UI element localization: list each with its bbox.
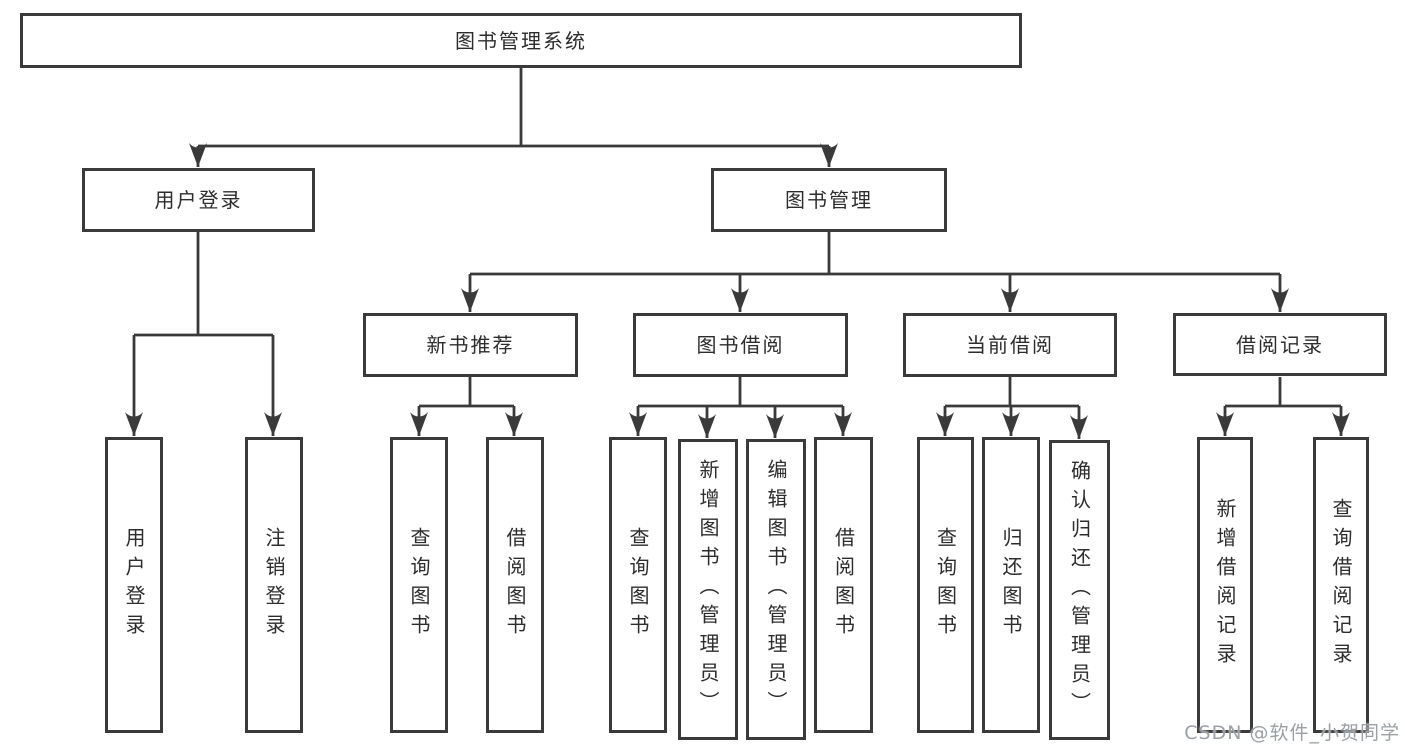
node-user-login: 用户登录 [82, 168, 315, 232]
leaf-return-book-label: 归还图书 [999, 527, 1023, 643]
leaf-edit-book-admin-label: 编辑图书（管理员） [764, 459, 788, 720]
node-borrowing-records-label: 借阅记录 [1236, 332, 1324, 357]
leaf-borrow-books-under-recommend-label: 借阅图书 [503, 527, 527, 643]
leaf-query-books-under-borrowing-label: 查询图书 [626, 527, 650, 643]
node-book-borrowing: 图书借阅 [633, 313, 848, 377]
leaf-query-books-under-recommend: 查询图书 [390, 437, 448, 733]
leaf-query-books-under-recommend-label: 查询图书 [407, 527, 431, 643]
leaf-confirm-return-admin: 确认归还（管理员） [1049, 440, 1110, 740]
connector-trunk-lines [134, 68, 1341, 408]
leaf-query-books-under-current-label: 查询图书 [933, 527, 958, 643]
leaf-query-borrow-record-label: 查询借阅记录 [1329, 498, 1353, 672]
leaf-query-books-under-current: 查询图书 [917, 437, 974, 733]
node-book-management: 图书管理 [711, 168, 947, 232]
node-new-book-recommend-label: 新书推荐 [426, 333, 515, 357]
leaf-user-login-label: 用户登录 [122, 527, 146, 643]
leaf-edit-book-admin: 编辑图书（管理员） [746, 439, 806, 740]
leaf-borrow-books-under-borrowing-label: 借阅图书 [831, 527, 856, 643]
node-borrowing-records: 借阅记录 [1173, 313, 1387, 376]
leaf-query-borrow-record: 查询借阅记录 [1313, 437, 1369, 733]
leaf-query-books-under-borrowing: 查询图书 [609, 437, 667, 733]
leaf-borrow-books-under-borrowing: 借阅图书 [814, 437, 873, 733]
node-current-borrowing: 当前借阅 [903, 313, 1117, 377]
leaf-return-book: 归还图书 [982, 437, 1040, 733]
leaf-add-book-admin-label: 新增图书（管理员） [696, 459, 720, 720]
watermark: CSDN @软件_小贺同学 [1184, 722, 1400, 744]
node-new-book-recommend: 新书推荐 [363, 313, 578, 377]
leaf-confirm-return-admin-label: 确认归还（管理员） [1067, 459, 1092, 721]
node-book-borrowing-label: 图书借阅 [696, 333, 785, 357]
leaf-add-borrow-record: 新增借阅记录 [1197, 437, 1253, 733]
leaf-logout: 注销登录 [245, 437, 303, 733]
node-root-label: 图书管理系统 [455, 28, 587, 53]
node-user-login-label: 用户登录 [154, 188, 243, 212]
leaf-user-login: 用户登录 [105, 437, 163, 733]
leaf-logout-label: 注销登录 [262, 527, 286, 643]
leaf-add-borrow-record-label: 新增借阅记录 [1213, 498, 1237, 672]
node-book-management-label: 图书管理 [785, 188, 873, 212]
node-root-library-management-system: 图书管理系统 [20, 13, 1022, 68]
leaf-add-book-admin: 新增图书（管理员） [678, 439, 738, 740]
leaf-borrow-books-under-recommend: 借阅图书 [486, 437, 544, 733]
node-current-borrowing-label: 当前借阅 [966, 333, 1054, 357]
